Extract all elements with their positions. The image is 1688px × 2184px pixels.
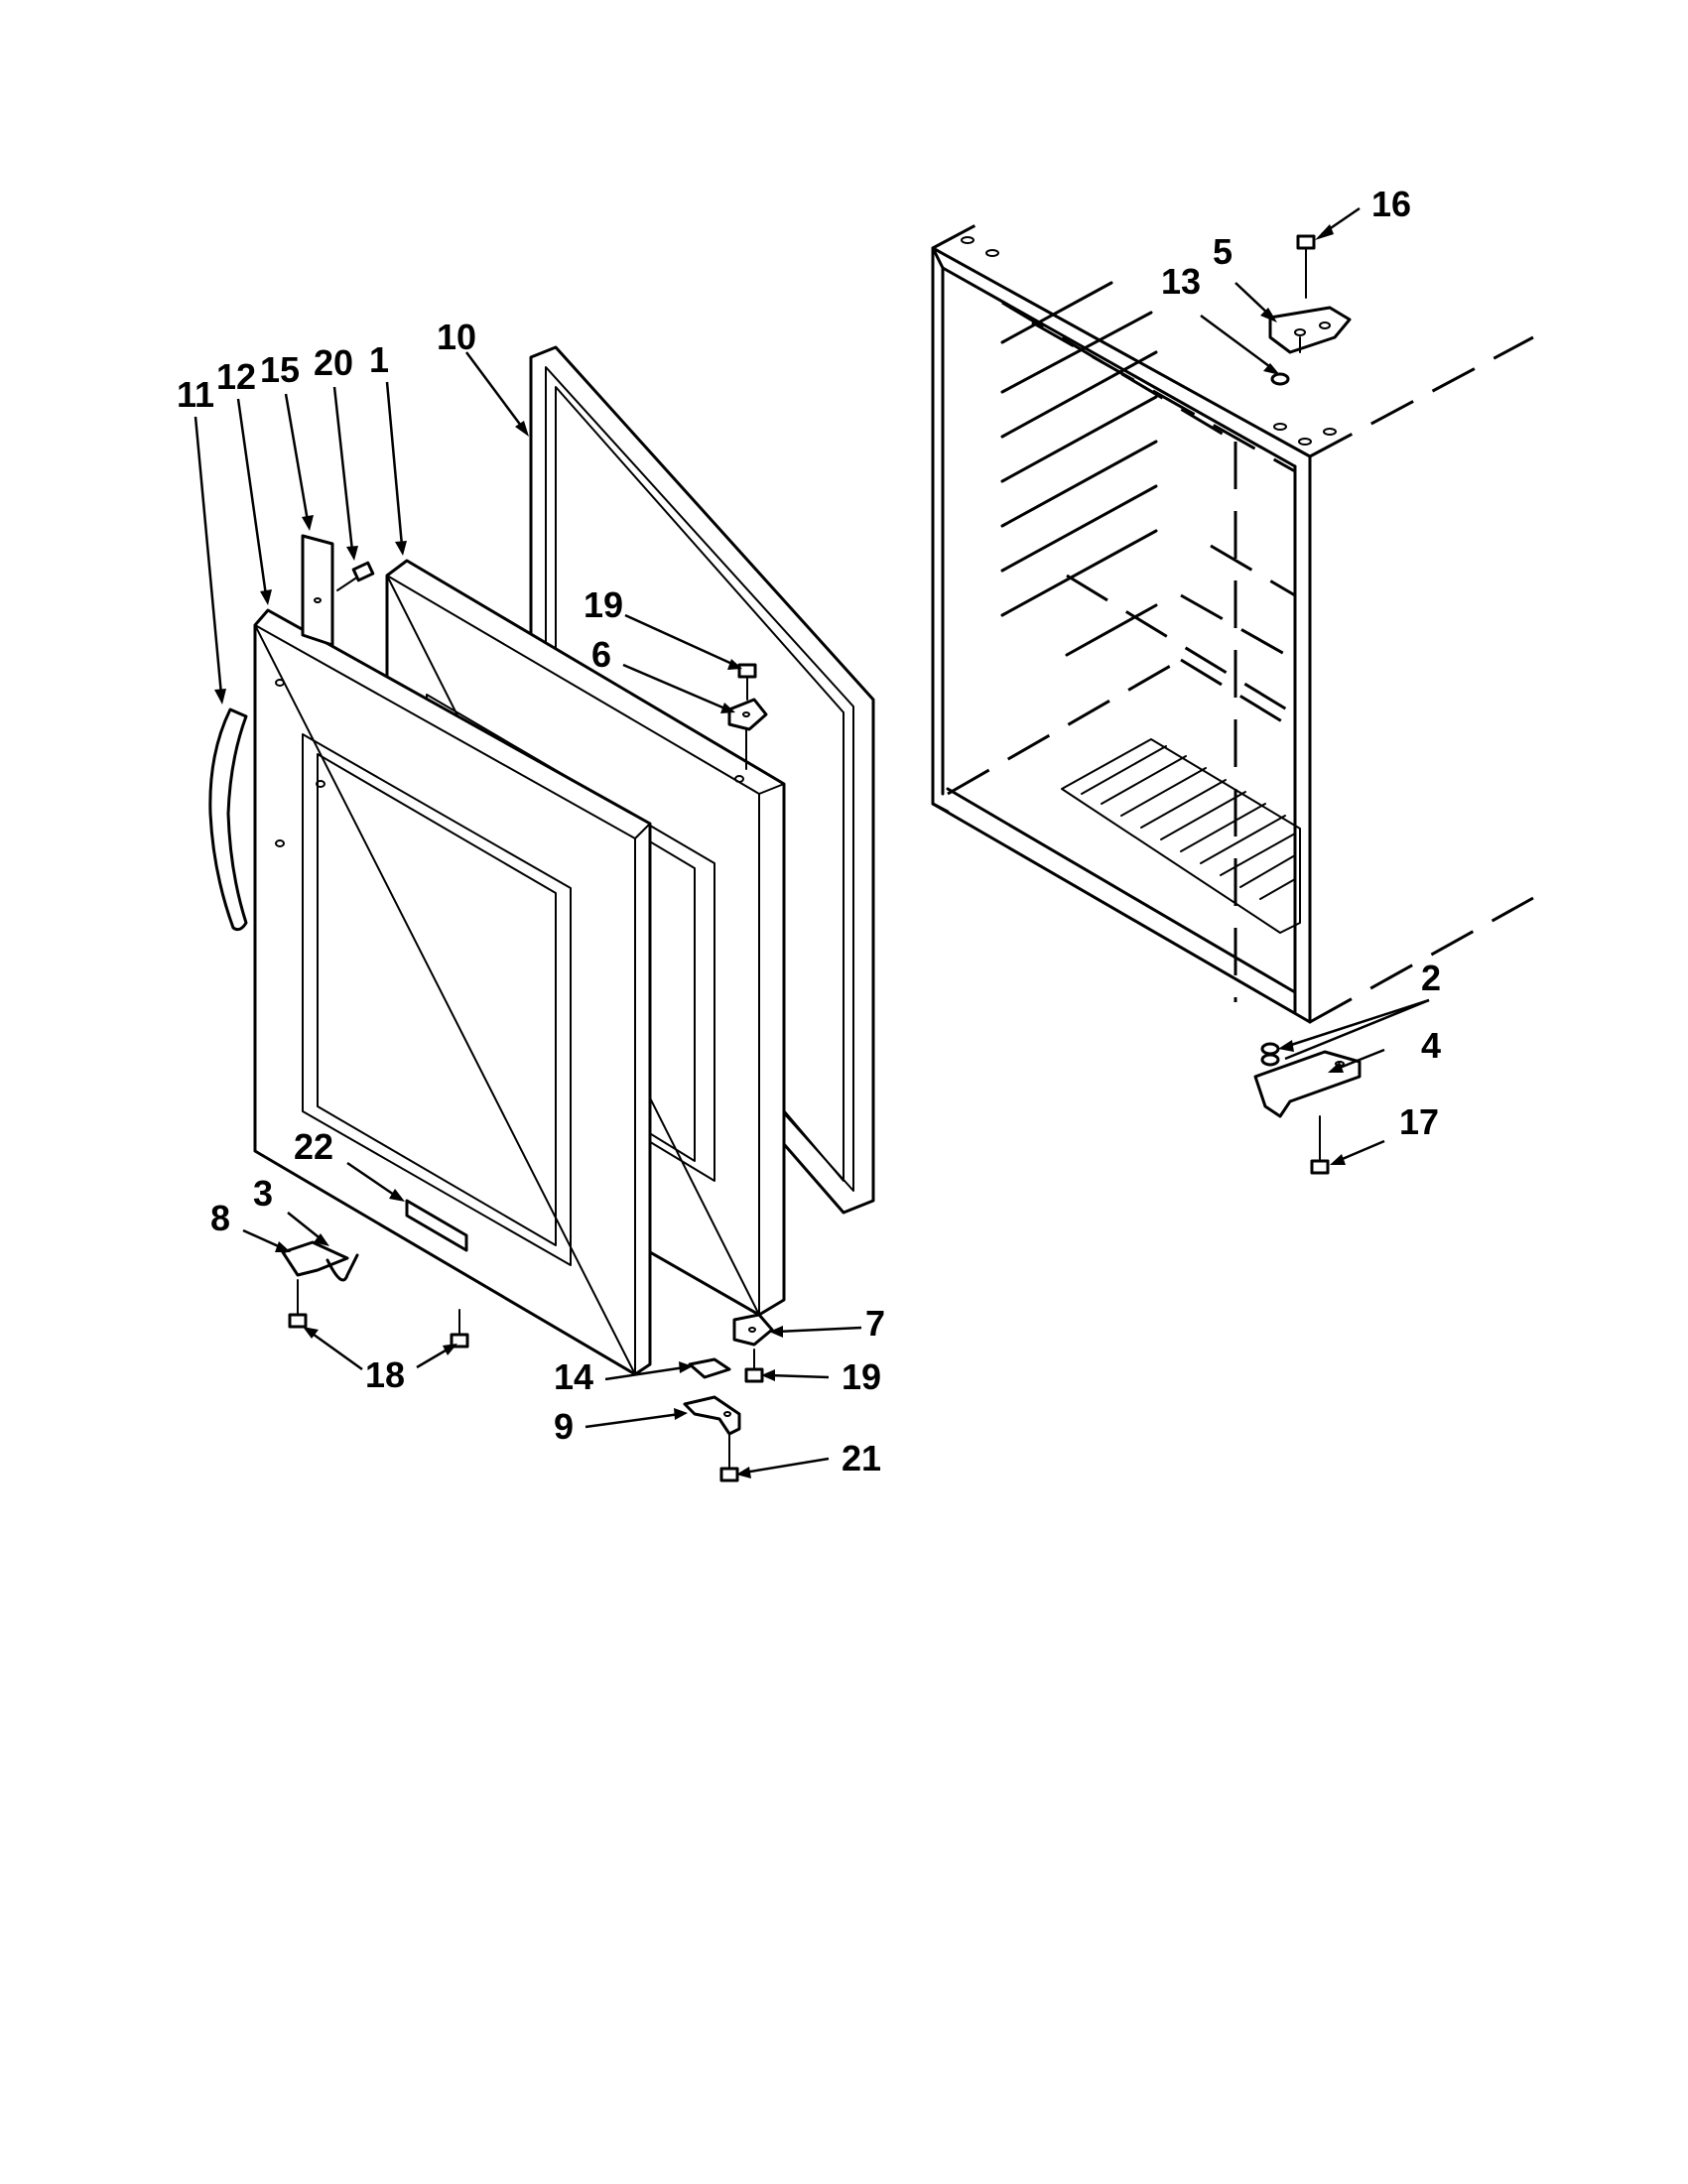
hinge-screw-bracket [719, 1433, 739, 1482]
lower-hinge-bracket [683, 1395, 741, 1436]
handle-screw [336, 561, 375, 591]
callout-22: 22 [294, 1126, 333, 1167]
door-hinge-screw-top [737, 663, 757, 701]
callout-11: 11 [177, 374, 214, 415]
pointer-lines [194, 206, 1430, 1478]
callout-8: 8 [210, 1198, 230, 1238]
callout-19-bottom: 19 [842, 1356, 881, 1397]
callout-18: 18 [365, 1354, 405, 1395]
callout-4: 4 [1421, 1025, 1441, 1066]
handle-bracket [301, 534, 334, 647]
door-handle [208, 707, 248, 932]
bottom-screw-small [450, 1309, 469, 1349]
bottom-grille [1061, 738, 1301, 934]
callout-15: 15 [260, 349, 300, 390]
callout-5: 5 [1213, 231, 1233, 272]
callout-16: 16 [1371, 184, 1411, 224]
callout-21: 20 [314, 342, 353, 383]
outer-door-frame [253, 608, 652, 1376]
hinge-screw-top [1296, 234, 1316, 299]
cabinet-body [931, 214, 1534, 1024]
hinge-screw-lower [744, 1349, 764, 1383]
hinge-spacer [688, 1357, 731, 1379]
callout-13: 13 [1161, 261, 1201, 302]
callout-3: 3 [253, 1173, 273, 1214]
bottom-screw-left [288, 1279, 308, 1329]
callout-17: 17 [1399, 1101, 1439, 1142]
callout-9: 9 [554, 1406, 574, 1447]
top-hinge [1268, 306, 1352, 354]
callout-7: 7 [865, 1303, 885, 1344]
hinge-washer [1270, 372, 1290, 386]
callout-10: 10 [437, 317, 476, 357]
callout-12: 12 [216, 356, 256, 397]
callout-6: 6 [591, 634, 611, 675]
callout-1: 1 [369, 339, 389, 380]
callout-20: 21 [842, 1438, 881, 1478]
hinge-screw-bottom [1310, 1115, 1330, 1175]
bottom-bracket-left [281, 1240, 359, 1282]
callout-19-top: 19 [584, 584, 623, 625]
callout-14: 14 [554, 1356, 593, 1397]
door-hinge-top [727, 698, 768, 770]
nameplate [405, 1199, 468, 1252]
callout-labels: 16 5 13 2 4 17 10 11 12 15 20 1 19 6 22 … [177, 184, 1441, 1478]
hinge-washers [1260, 1042, 1280, 1067]
door-hinge-bottom [732, 1313, 774, 1347]
callout-2: 2 [1421, 958, 1441, 998]
